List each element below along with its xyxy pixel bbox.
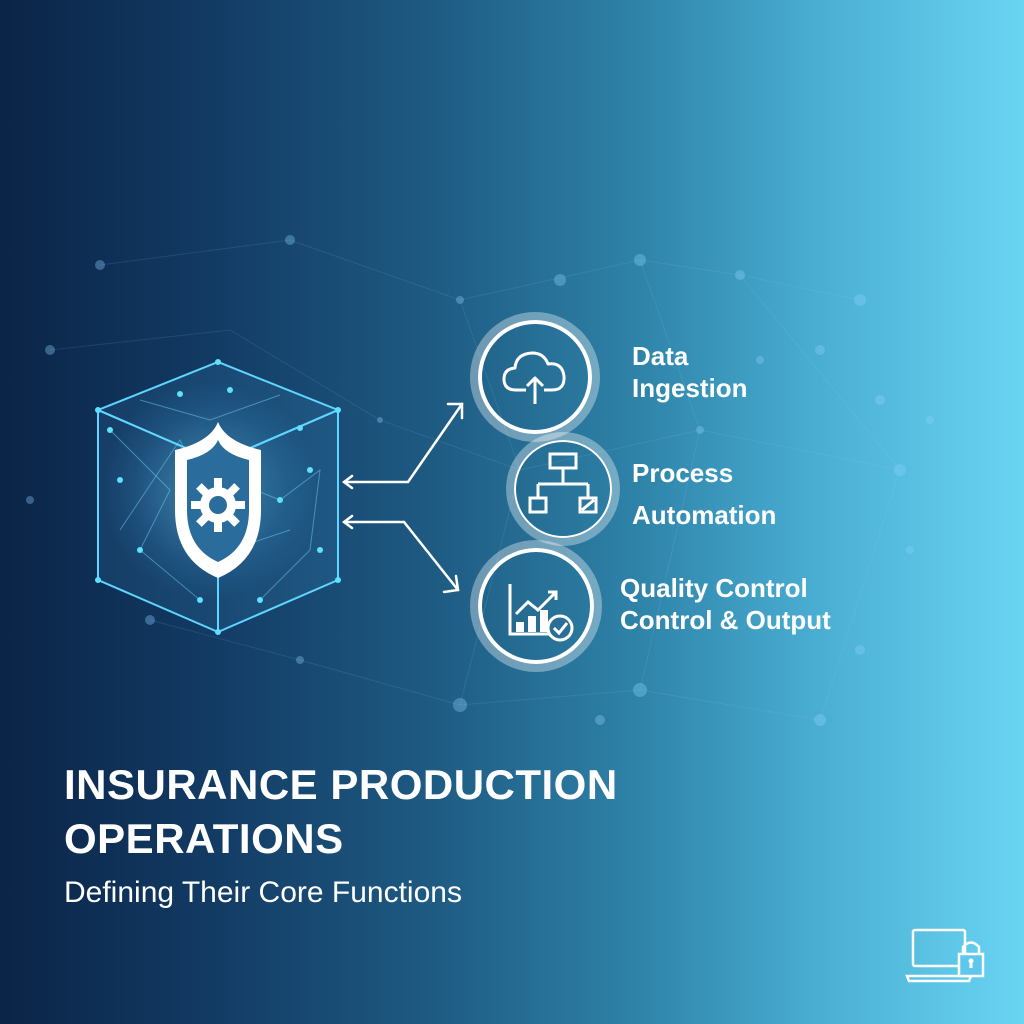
function-label-1: Data Ingestion (632, 340, 748, 404)
subtitle: Defining Their Core Functions (64, 876, 462, 909)
function-line: Data (632, 341, 689, 371)
shield-gear-icon (175, 422, 261, 578)
function-line: Ingestion (632, 373, 748, 403)
chart-check-icon (478, 548, 594, 664)
function-line: Control & Output (620, 605, 831, 635)
connector-arrows (341, 402, 464, 594)
title-line-2: OPERATIONS (64, 815, 344, 862)
page-title: INSURANCE PRODUCTION OPERATIONS (64, 758, 618, 866)
network-cube (95, 359, 341, 635)
title-line-1: INSURANCE PRODUCTION (64, 761, 618, 808)
function-label-2: Process Automation (632, 452, 776, 536)
function-label-3: Quality Control Control & Output (620, 572, 831, 636)
function-line: Automation (632, 500, 777, 530)
function-line: Quality Control (620, 573, 808, 603)
function-line: Process (632, 458, 734, 488)
flowchart-icon (514, 440, 612, 538)
laptop-lock-icon (905, 928, 985, 983)
cloud-upload-icon (478, 320, 592, 434)
